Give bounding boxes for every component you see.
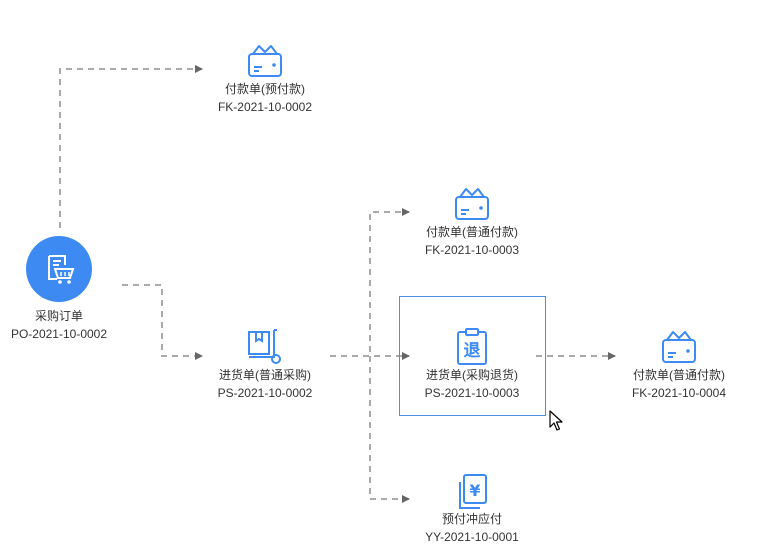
wallet-icon xyxy=(455,188,489,220)
mouse-cursor-icon xyxy=(549,410,563,431)
node-purchase-order[interactable]: 采购订单 PO-2021-10-0002 xyxy=(0,236,149,343)
node-code: PS-2021-10-0003 xyxy=(424,386,520,400)
node-code: PS-2021-10-0002 xyxy=(217,386,313,400)
node-prepay-offset[interactable]: ¥ 预付冲应付 YY-2021-10-0001 xyxy=(382,472,562,546)
node-purchase-return[interactable]: 退 进货单(采购退货) PS-2021-10-0003 xyxy=(382,328,562,402)
node-receipt[interactable]: 进货单(普通采购) PS-2021-10-0002 xyxy=(175,328,355,402)
wallet-icon xyxy=(248,45,282,77)
return-char: 退 xyxy=(464,341,481,361)
yuan-document-icon: ¥ xyxy=(459,474,487,509)
node-code: PO-2021-10-0002 xyxy=(10,327,108,341)
yuan-char: ¥ xyxy=(469,481,480,500)
node-code: YY-2021-10-0001 xyxy=(425,530,519,544)
node-name: 付款单(普通付款) xyxy=(633,368,725,382)
node-normal-payment-2[interactable]: 付款单(普通付款) FK-2021-10-0004 xyxy=(589,328,769,402)
connector-receipt-to-payment xyxy=(330,208,410,357)
wallet-icon xyxy=(662,331,696,363)
node-name: 采购订单 xyxy=(34,309,83,323)
delivery-trolley-icon xyxy=(248,329,281,364)
purchase-order-cart-icon xyxy=(26,236,92,302)
connector-receipt-to-offset xyxy=(369,356,410,503)
node-prepay-payment[interactable]: 付款单(预付款) FK-2021-10-0002 xyxy=(175,42,355,116)
node-code: FK-2021-10-0004 xyxy=(631,386,727,400)
selected-node-highlight xyxy=(399,296,546,416)
node-name: 进货单(采购退货) xyxy=(426,368,518,382)
node-normal-payment-1[interactable]: 付款单(普通付款) FK-2021-10-0003 xyxy=(382,185,562,259)
node-name: 付款单(普通付款) xyxy=(426,225,518,239)
node-name: 付款单(预付款) xyxy=(225,82,305,96)
return-clipboard-icon: 退 xyxy=(457,328,487,365)
node-name: 进货单(普通采购) xyxy=(219,368,311,382)
connector-root-to-prepay xyxy=(59,65,203,228)
node-code: FK-2021-10-0002 xyxy=(217,100,313,114)
node-name: 预付冲应付 xyxy=(441,512,502,526)
node-code: FK-2021-10-0003 xyxy=(424,243,520,257)
